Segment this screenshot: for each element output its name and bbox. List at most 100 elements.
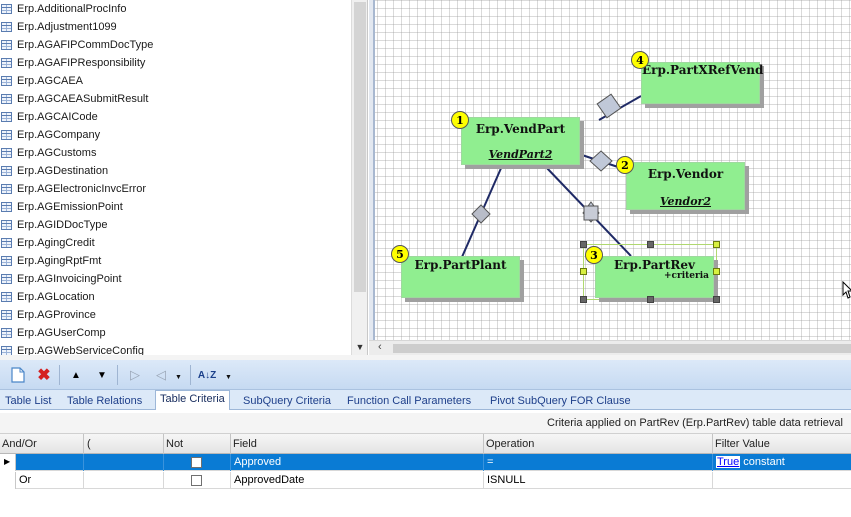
back-icon[interactable]: ◁	[156, 367, 166, 382]
table-icon	[1, 202, 12, 212]
cell-field[interactable]: ApprovedDate	[231, 472, 484, 489]
criteria-row[interactable]: ▶ Approved = True constant	[0, 454, 851, 471]
forward-icon[interactable]: ▷	[130, 367, 140, 382]
table-list-item-label: Erp.AGInvoicingPoint	[17, 273, 122, 285]
resize-handle[interactable]	[580, 296, 587, 303]
table-icon	[1, 94, 12, 104]
table-list-item[interactable]: Erp.AGWebServiceConfig	[0, 342, 351, 355]
table-list-item[interactable]: Erp.AgingCredit	[0, 234, 351, 252]
table-node-name: Erp.PartRev	[614, 258, 695, 272]
table-list-item[interactable]: Erp.Adjustment1099	[0, 18, 351, 36]
tab-function-call-parameters[interactable]: Function Call Parameters	[347, 395, 472, 407]
tab-pivot-subquery-for-clause[interactable]: Pivot SubQuery FOR Clause	[490, 395, 631, 407]
not-checkbox[interactable]	[191, 475, 202, 486]
chevron-down-icon[interactable]: ▼	[175, 374, 182, 381]
table-list-item[interactable]: Erp.AGCompany	[0, 126, 351, 144]
table-list-item[interactable]: Erp.AGInvoicingPoint	[0, 270, 351, 288]
table-list-item[interactable]: Erp.AGAFIPCommDocType	[0, 36, 351, 54]
table-list-item[interactable]: Erp.AGCAEA	[0, 72, 351, 90]
table-list-item[interactable]: Erp.AGLocation	[0, 288, 351, 306]
table-list-item[interactable]: Erp.AGIDDocType	[0, 216, 351, 234]
criteria-toolbar: ✖ ▲ ▼ ▷ ◁ ▼ A↓Z ▼	[0, 360, 851, 390]
table-list-item[interactable]: Erp.AGEmissionPoint	[0, 198, 351, 216]
sort-az-icon[interactable]: A↓Z	[196, 364, 218, 386]
cell-not[interactable]	[164, 472, 231, 489]
column-header-paren[interactable]: (	[84, 434, 164, 454]
table-node-partplant[interactable]: Erp.PartPlant	[401, 256, 520, 298]
table-list-item-label: Erp.AGAFIPResponsibility	[17, 57, 146, 69]
resize-handle[interactable]	[713, 241, 720, 248]
table-list-item[interactable]: Erp.AGCAEASubmitResult	[0, 90, 351, 108]
table-node-alias: Vendor2	[660, 195, 711, 208]
criteria-row[interactable]: Or ApprovedDate ISNULL	[0, 472, 851, 489]
tab-table-relations[interactable]: Table Relations	[67, 395, 143, 407]
scrollbar-thumb[interactable]	[393, 344, 851, 353]
cell-and-or[interactable]: Or	[16, 472, 84, 489]
cell-field[interactable]: Approved	[231, 454, 484, 471]
resize-handle[interactable]	[580, 268, 587, 275]
column-header-not[interactable]: Not	[164, 434, 231, 454]
table-list-item[interactable]: Erp.AGCustoms	[0, 144, 351, 162]
resize-handle[interactable]	[713, 296, 720, 303]
tab-strip: Table List Table Relations Table Criteri…	[0, 390, 851, 411]
grid-header-row: And/Or ( Not Field Operation Filter Valu…	[0, 434, 851, 454]
table-icon	[1, 310, 12, 320]
table-list-item[interactable]: Erp.AGElectronicInvcError	[0, 180, 351, 198]
table-list-item[interactable]: Erp.AgingRptFmt	[0, 252, 351, 270]
relation-diamond-partplant	[471, 204, 491, 224]
diagram-horizontal-scrollbar[interactable]: ‹	[369, 340, 851, 355]
table-node-partxrefvend[interactable]: Erp.PartXRefVend	[641, 62, 763, 104]
table-list-item[interactable]: Erp.AGUserComp	[0, 324, 351, 342]
table-node-vendpart[interactable]: Erp.VendPart VendPart2	[461, 117, 580, 165]
move-down-icon[interactable]: ▼	[97, 369, 107, 381]
tab-table-list[interactable]: Table List	[5, 395, 52, 407]
cell-and-or[interactable]	[16, 454, 84, 471]
table-list-item-label: Erp.AgingRptFmt	[17, 255, 102, 267]
mouse-cursor-icon	[842, 281, 851, 299]
table-list-item[interactable]: Erp.AdditionalProcInfo	[0, 0, 351, 18]
table-node-vendor[interactable]: Erp.Vendor Vendor2	[626, 162, 745, 210]
table-number-badge: 4	[631, 51, 649, 69]
column-header-operation[interactable]: Operation	[484, 434, 713, 454]
resize-handle[interactable]	[713, 268, 720, 275]
table-number-badge: 1	[451, 111, 469, 129]
resize-handle[interactable]	[580, 241, 587, 248]
cell-not[interactable]	[164, 454, 231, 471]
resize-handle[interactable]	[647, 241, 654, 248]
row-indicator	[0, 472, 16, 489]
cell-filter-value[interactable]	[713, 472, 851, 489]
query-diagram-canvas[interactable]: Erp.VendPart VendPart2 1 Erp.PartXRefVen…	[369, 0, 851, 340]
cell-filter-value[interactable]: True constant	[713, 454, 851, 471]
scroll-left-icon[interactable]: ‹	[378, 341, 382, 353]
not-checkbox[interactable]	[191, 457, 202, 468]
cell-paren[interactable]	[84, 472, 164, 489]
chevron-down-icon[interactable]: ▼	[225, 374, 232, 381]
table-list-item[interactable]: Erp.AGCAICode	[0, 108, 351, 126]
table-list-item-label: Erp.AGAFIPCommDocType	[17, 39, 154, 51]
scrollbar-thumb[interactable]	[354, 2, 366, 292]
pane-splitter[interactable]	[0, 355, 851, 360]
column-header-field[interactable]: Field	[231, 434, 484, 454]
table-list-item[interactable]: Erp.AGAFIPResponsibility	[0, 54, 351, 72]
cell-operation[interactable]: =	[484, 454, 713, 471]
table-number-badge: 2	[616, 156, 634, 174]
table-icon	[1, 112, 12, 122]
delete-icon[interactable]: ✖	[37, 367, 51, 384]
tab-subquery-criteria[interactable]: SubQuery Criteria	[243, 395, 332, 407]
table-list-item[interactable]: Erp.AGProvince	[0, 306, 351, 324]
new-icon[interactable]	[7, 364, 29, 386]
table-icon	[1, 148, 12, 158]
table-node-alias: VendPart2	[488, 148, 553, 161]
cell-paren[interactable]	[84, 454, 164, 471]
column-header-and-or[interactable]: And/Or	[0, 434, 84, 454]
scroll-down-icon[interactable]: ▼	[355, 341, 365, 352]
resize-handle[interactable]	[647, 296, 654, 303]
filter-value-link[interactable]: True	[716, 456, 741, 468]
move-up-icon[interactable]: ▲	[71, 369, 81, 381]
column-header-filter-value[interactable]: Filter Value	[715, 438, 770, 450]
table-list-scrollbar[interactable]: ▼	[351, 0, 367, 355]
table-list-item[interactable]: Erp.AGDestination	[0, 162, 351, 180]
cell-operation[interactable]: ISNULL	[484, 472, 713, 489]
tab-table-criteria[interactable]: Table Criteria	[155, 390, 230, 411]
table-node-partrev[interactable]: Erp.PartRev +criteria	[595, 256, 714, 298]
